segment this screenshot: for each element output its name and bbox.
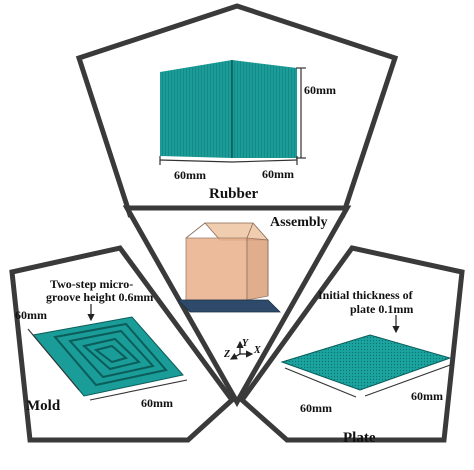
axis-x-label: X (253, 345, 261, 356)
rubber-title: Rubber (209, 186, 259, 202)
mold-dim-left-label: 60mm (15, 308, 47, 322)
mold-title: Mold (26, 398, 61, 414)
mold-note-line2: groove height 0.6mm (46, 290, 153, 304)
axis-y-label: Y (242, 338, 249, 349)
mold-note-line1: Two-step micro- (50, 277, 133, 291)
plate-title: Plate (343, 430, 376, 446)
plate-note-line2: plate 0.1mm (350, 302, 413, 316)
plate-dimensions (284, 363, 454, 398)
plate-note-line1: Initial thickness of (318, 288, 414, 302)
rubber-height-label: 60mm (304, 83, 336, 97)
axis-z-label: Z (223, 349, 230, 360)
rubber-dimensions (159, 67, 306, 165)
rubber-width-right-label: 60mm (262, 167, 294, 181)
mold-dim-bottom-label: 60mm (141, 396, 173, 410)
plate-dim-right-label: 60mm (411, 389, 443, 403)
rubber-width-left-label: 60mm (174, 168, 206, 182)
axes-triad (229, 340, 254, 360)
mold-plate (32, 316, 184, 397)
plate-sheet (280, 334, 452, 391)
mold-dimensions (27, 328, 188, 401)
assembly-model (177, 222, 281, 313)
assembly-title: Assembly (270, 215, 328, 230)
rubber-cube (160, 60, 297, 158)
plate-dim-left-label: 60mm (300, 401, 332, 415)
